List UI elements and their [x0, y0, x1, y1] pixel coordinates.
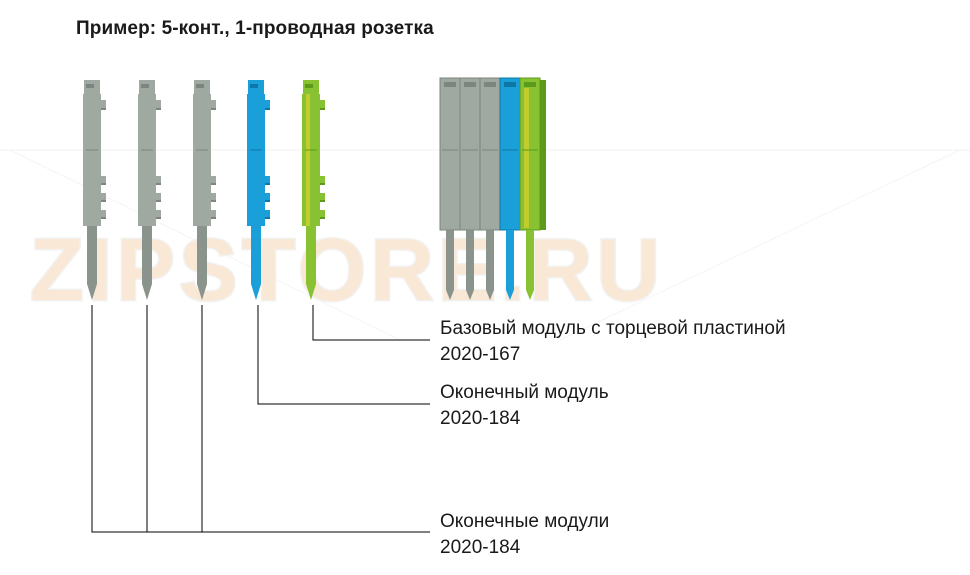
end-module-blue — [247, 80, 270, 300]
end-plate — [540, 80, 546, 230]
callout-end-modules-name: Оконечные модули — [440, 511, 610, 532]
callout-end-modules-code: 2020-184 — [440, 537, 521, 558]
end-module-gray-1 — [83, 80, 106, 300]
leader-end-module — [257, 305, 430, 405]
callout-base-module: Базовый модуль с торцевой пластиной 2020… — [440, 316, 786, 368]
watermark-text: ZIPSTORE.RU — [30, 220, 664, 319]
assembled-module-2 — [459, 77, 481, 300]
assembled-module-4 — [499, 77, 521, 300]
callout-base-module-name: Базовый модуль с торцевой пластиной — [440, 318, 786, 339]
assembled-block — [439, 77, 546, 300]
leader-lines — [91, 305, 430, 533]
callout-end-modules: Оконечные модули 2020-184 — [440, 509, 609, 561]
diagram-title: Пример: 5-конт., 1-проводная розетка — [76, 18, 434, 39]
base-module-green — [302, 80, 325, 300]
end-module-gray-3 — [193, 80, 216, 300]
end-module-gray-2 — [138, 80, 161, 300]
leader-end-modules — [91, 305, 430, 533]
callout-end-module-code: 2020-184 — [440, 408, 521, 429]
separate-modules — [83, 80, 325, 300]
callout-end-module: Оконечный модуль 2020-184 — [440, 380, 609, 432]
leader-base-module — [312, 305, 430, 341]
assembled-module-3 — [479, 77, 501, 300]
watermark: ZIPSTORE.RU — [0, 149, 970, 341]
callout-base-module-code: 2020-167 — [440, 344, 521, 365]
callout-end-module-name: Оконечный модуль — [440, 382, 609, 403]
